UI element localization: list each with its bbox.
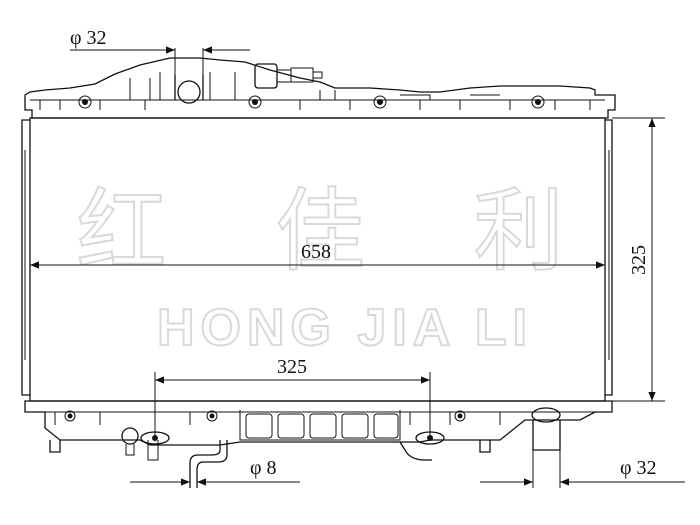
dim-top-inlet-label: φ 32	[70, 27, 107, 49]
dim-drain-pipe-label: φ 8	[250, 457, 277, 479]
dim-core-width-label: 658	[301, 241, 331, 263]
dimension-drain-pipe: φ 8	[130, 457, 300, 486]
dimension-core-width: 658	[30, 241, 605, 269]
watermark-latin: HONG JIA LI	[157, 299, 533, 357]
top-tank	[24, 57, 616, 119]
drain-pipe	[189, 440, 432, 488]
bottom-tank	[24, 400, 613, 461]
filler-neck	[174, 48, 204, 104]
dimension-top-inlet: φ 32	[70, 27, 250, 54]
dimension-core-height: 325	[612, 117, 665, 402]
dimension-bracket-spacing: 325	[154, 356, 431, 438]
dimension-bottom-outlet: φ 32	[480, 457, 685, 486]
dim-core-height-label: 325	[628, 245, 650, 275]
dim-bracket-spacing-label: 325	[277, 356, 307, 378]
sensor-connector	[254, 63, 323, 89]
watermark-chinese: 红 佳 利	[76, 179, 603, 284]
dim-bottom-outlet-label: φ 32	[620, 457, 657, 479]
